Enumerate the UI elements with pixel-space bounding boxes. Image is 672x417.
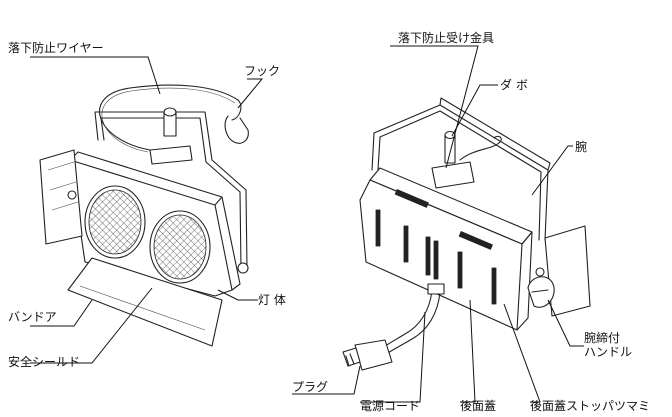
front-yoke-arm [94, 111, 248, 271]
safety-shield-lenses [84, 185, 211, 284]
rear-fall-bracket [431, 161, 475, 189]
label-rear-cover: 後面蓋 [460, 399, 496, 413]
label-fall-prevention-bracket: 落下防止受け金具 [398, 30, 494, 45]
power-cord-shape [381, 289, 433, 349]
leader-lines [30, 45, 584, 403]
rear-view-illustration [342, 97, 591, 371]
label-rear-cover-stopper-knob: 後面蓋ストッパツマミ [530, 399, 650, 413]
arm-tightening-handle-shape [527, 276, 555, 308]
label-arm-tightening-handle-line1: 腕締付 [584, 330, 620, 345]
rear-cover-panel [359, 179, 523, 331]
left-band-door-flap [39, 149, 83, 245]
label-safety-shield: 安全シールド [8, 354, 80, 369]
label-lamp-body: 灯 体 [258, 293, 286, 307]
rear-cover-vents [375, 188, 497, 305]
label-plug: プラグ [292, 380, 328, 394]
front-view-illustration [39, 84, 249, 347]
label-power-cord: 電源コード [360, 399, 420, 413]
label-arm-tightening-handle-line2: ハンドル [584, 345, 632, 359]
label-fall-prevention-wire: 落下防止ワイヤー [8, 40, 104, 55]
bottom-band-door-flap [67, 257, 223, 347]
hook-shape [224, 115, 249, 144]
right-band-door-flap [544, 225, 591, 317]
label-dowel: ダ ボ [500, 77, 528, 92]
label-arm: 腕 [575, 139, 587, 154]
label-hook: フック [244, 64, 280, 78]
label-band-door: バンドア [8, 310, 57, 324]
plug-shape [342, 339, 393, 371]
